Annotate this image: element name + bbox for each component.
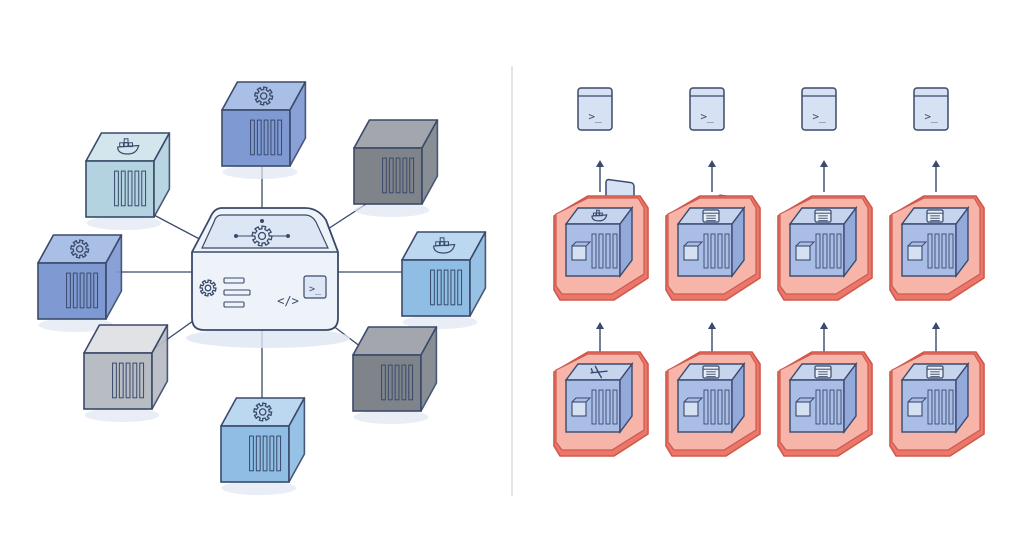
node-bottom-left bbox=[83, 324, 169, 422]
stage-block-lower bbox=[665, 351, 761, 457]
prompt-glyph: >_ bbox=[309, 284, 322, 295]
gear-icon bbox=[254, 86, 274, 106]
package-box-icon bbox=[683, 397, 704, 417]
terminal-prompt: >_ bbox=[700, 110, 714, 123]
up-arrow bbox=[932, 160, 940, 192]
code-brackets-icon: </> bbox=[277, 294, 299, 308]
pipeline-column-1: >_ bbox=[553, 87, 649, 457]
central-hub: </> >_ bbox=[186, 207, 350, 348]
package-box-icon bbox=[795, 241, 816, 261]
gear-icon bbox=[253, 402, 273, 422]
node-bottom-right bbox=[352, 326, 438, 424]
stage-block-upper bbox=[665, 195, 761, 301]
package-box-icon bbox=[571, 241, 592, 261]
document-window-icon bbox=[702, 365, 720, 379]
node-top-left bbox=[85, 132, 171, 230]
vent-slots bbox=[430, 269, 463, 306]
airplane-icon bbox=[590, 365, 608, 379]
vent-slots bbox=[114, 170, 147, 207]
vent-slots bbox=[250, 119, 283, 156]
document-window-icon bbox=[702, 209, 720, 223]
stage-block-upper bbox=[777, 195, 873, 301]
node-left bbox=[37, 234, 123, 332]
terminal-icon: >_ bbox=[303, 275, 327, 299]
stage-block-lower bbox=[777, 351, 873, 457]
vent-slots bbox=[112, 362, 145, 399]
docker-whale-icon bbox=[591, 209, 608, 222]
up-arrow bbox=[932, 322, 940, 352]
package-box-icon bbox=[795, 397, 816, 417]
up-arrow bbox=[820, 160, 828, 192]
stage-block-lower bbox=[553, 351, 649, 457]
package-box-icon bbox=[907, 397, 928, 417]
package-box-icon bbox=[683, 241, 704, 261]
package-box-icon bbox=[907, 241, 928, 261]
document-window-icon bbox=[814, 365, 832, 379]
node-bottom bbox=[220, 397, 306, 495]
pipeline-column-3: >_ bbox=[777, 87, 873, 457]
up-arrow bbox=[596, 322, 604, 352]
node-top bbox=[221, 81, 307, 179]
terminal-prompt: >_ bbox=[588, 110, 602, 123]
pipeline-column-2: >_ bbox=[665, 87, 761, 457]
pipeline-column-4: >_ bbox=[889, 87, 985, 457]
document-window-icon bbox=[926, 209, 944, 223]
docker-whale-icon bbox=[117, 138, 140, 155]
up-arrow bbox=[596, 160, 604, 192]
up-arrow bbox=[820, 322, 828, 352]
docker-whale-icon bbox=[433, 237, 456, 254]
document-window-icon bbox=[926, 365, 944, 379]
document-window-icon bbox=[814, 209, 832, 223]
package-box-icon bbox=[571, 397, 592, 417]
stage-block-lower bbox=[889, 351, 985, 457]
vent-slots bbox=[249, 435, 282, 472]
stage-block-upper bbox=[889, 195, 985, 301]
vent-slots bbox=[66, 272, 99, 309]
terminal-prompt: >_ bbox=[812, 110, 826, 123]
node-right bbox=[401, 231, 487, 329]
up-arrow bbox=[708, 160, 716, 192]
code-glyph: </> bbox=[277, 294, 299, 308]
gear-icon bbox=[199, 279, 217, 297]
node-top-right bbox=[353, 119, 439, 217]
vent-slots bbox=[382, 157, 415, 194]
vent-slots bbox=[381, 364, 414, 401]
gear-icon bbox=[70, 239, 90, 259]
up-arrow bbox=[708, 322, 716, 352]
terminal-prompt: >_ bbox=[924, 110, 938, 123]
stage-block-upper bbox=[553, 195, 649, 301]
pipeline-columns-diagram: >_ >_ >_ >_ bbox=[553, 87, 985, 457]
list-icon bbox=[223, 277, 251, 308]
